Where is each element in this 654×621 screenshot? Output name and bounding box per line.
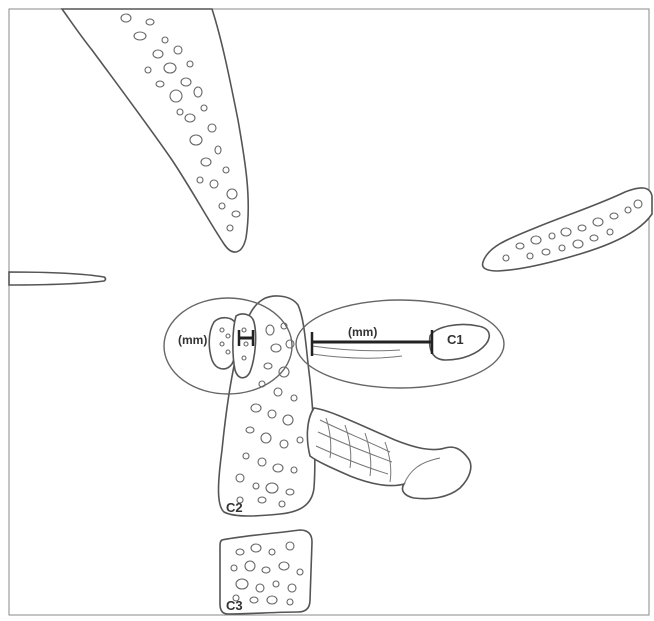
label-c1: C1 [447, 332, 464, 347]
label-mm-left: (mm) [178, 333, 207, 347]
c2-posterior-process [307, 408, 470, 499]
right-bone-fragment [483, 188, 652, 271]
left-needle-shape [9, 272, 106, 285]
label-c2: C2 [226, 500, 243, 515]
label-c3: C3 [226, 598, 243, 613]
occipital-bone [62, 9, 248, 252]
label-mm-right: (mm) [348, 325, 377, 339]
dens-region [209, 314, 255, 378]
